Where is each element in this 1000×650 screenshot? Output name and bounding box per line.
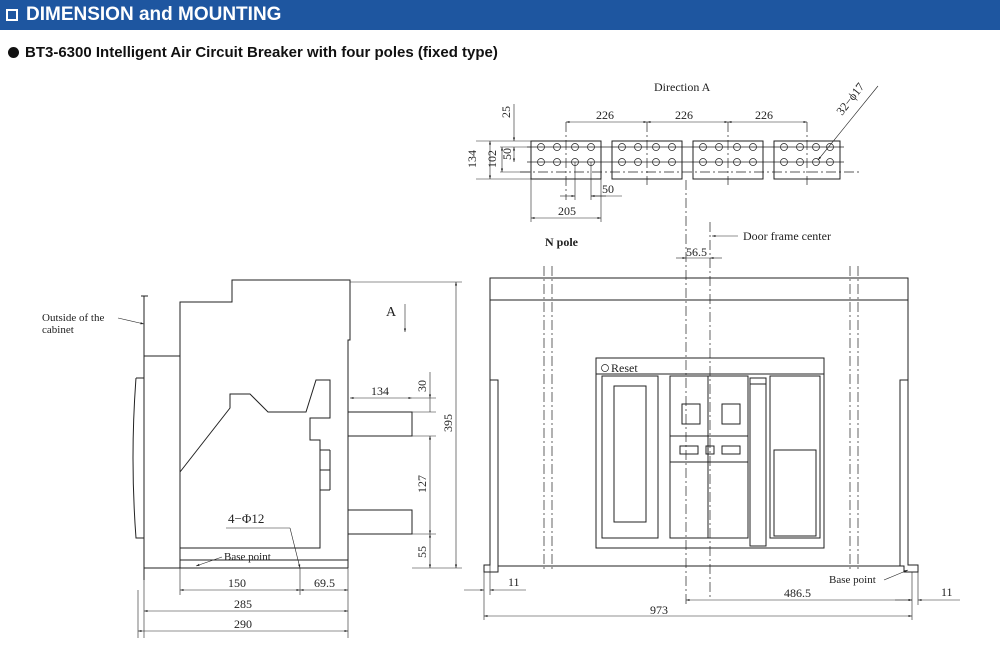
- checkbox-square-icon: [6, 9, 18, 21]
- bullet-icon: [8, 47, 19, 58]
- dim-290: 290: [234, 617, 252, 631]
- dim-395: 395: [441, 414, 455, 432]
- drawing-subtitle: BT3-6300 Intelligent Air Circuit Breaker…: [8, 44, 498, 61]
- base-point-left-label: Base point: [224, 551, 271, 563]
- front-view: Reset 11 11 Base point 486.5: [464, 180, 960, 620]
- dim-25: 25: [499, 106, 513, 118]
- dim-56-5: 56.5: [686, 245, 707, 259]
- dim-127: 127: [415, 475, 429, 493]
- dim-285: 285: [234, 597, 252, 611]
- section-title: DIMENSION and MOUNTING: [26, 4, 282, 25]
- outside-cabinet-label-2: cabinet: [42, 324, 74, 336]
- dim-226-c: 226: [755, 108, 773, 122]
- base-point-right-label: Base point: [829, 574, 876, 586]
- outside-cabinet-label-1: Outside of the: [42, 312, 104, 324]
- dim-205: 205: [558, 204, 576, 218]
- arrow-a-label: A: [386, 305, 397, 320]
- side-view: Outside of the cabinet A 395 30: [42, 279, 462, 638]
- n-pole-label: N pole: [545, 235, 579, 249]
- reset-indicator-icon: [601, 364, 609, 372]
- dim-69-5: 69.5: [314, 576, 335, 590]
- dim-11-left: 11: [508, 575, 520, 589]
- dim-973: 973: [650, 603, 668, 617]
- direction-a-label: Direction A: [654, 80, 711, 94]
- dim-102: 102: [485, 150, 499, 168]
- dim-226-a: 226: [596, 108, 614, 122]
- hole-spec-32-phi17: 32−ϕ17: [833, 80, 867, 118]
- subtitle-text: BT3-6300 Intelligent Air Circuit Breaker…: [25, 44, 498, 61]
- dim-11-right: 11: [941, 585, 953, 599]
- hole-spec-4-phi12: 4−Φ12: [228, 511, 264, 526]
- dim-150: 150: [228, 576, 246, 590]
- dim-134-top: 134: [465, 150, 479, 168]
- top-view-direction-a: Direction A: [465, 80, 879, 222]
- dim-486-5: 486.5: [784, 586, 811, 600]
- dim-134-side: 134: [371, 384, 389, 398]
- terminal-holes: [527, 143, 844, 166]
- reset-label: Reset: [611, 361, 638, 375]
- dim-50-vertical: 50: [500, 148, 514, 160]
- dim-30: 30: [415, 380, 429, 392]
- dim-226-b: 226: [675, 108, 693, 122]
- door-frame-center-label: Door frame center: [743, 229, 831, 243]
- door-frame-center-callout: Door frame center 56.5: [676, 229, 831, 260]
- dim-50-horizontal: 50: [602, 182, 614, 196]
- dim-55: 55: [415, 546, 429, 558]
- section-header: DIMENSION and MOUNTING: [0, 0, 1000, 30]
